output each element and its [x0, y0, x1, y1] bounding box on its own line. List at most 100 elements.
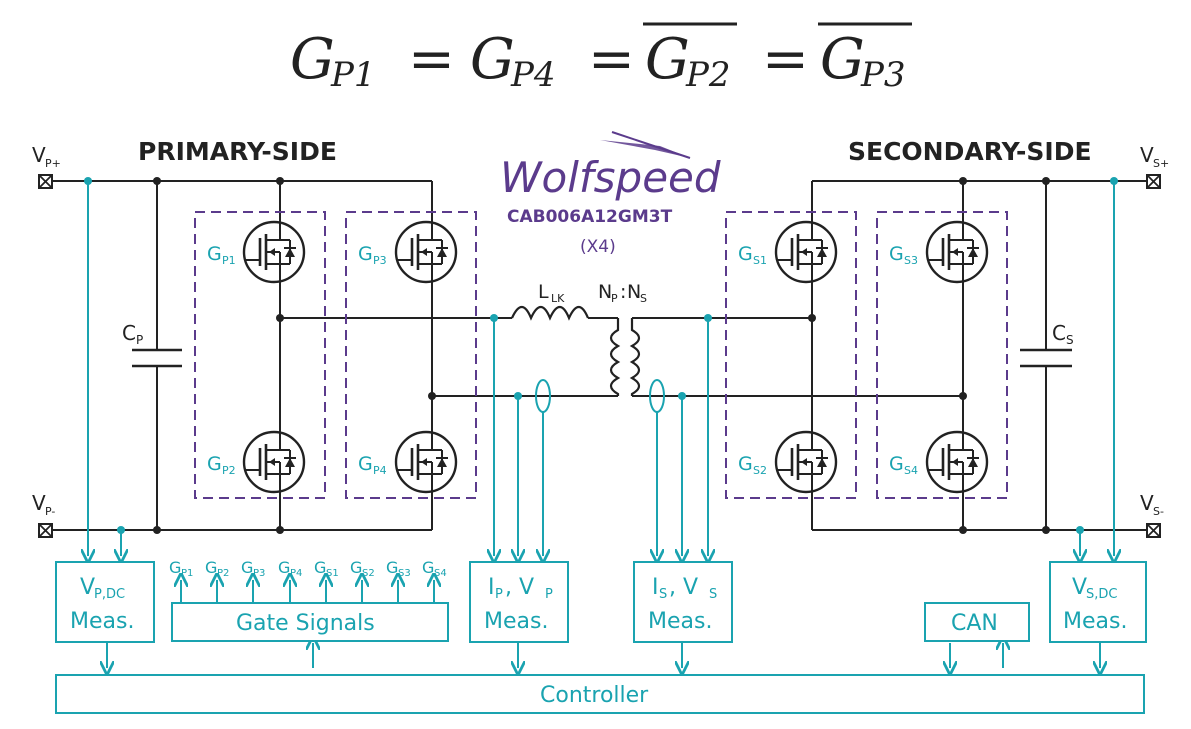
- terminal-vs-minus: V S-: [1140, 491, 1164, 538]
- block-ipvp-meas: I P , V P Meas.: [469, 561, 569, 643]
- gate-sub-gs3: S3: [398, 568, 411, 579]
- eq-gp3-sub: P3: [860, 55, 906, 95]
- gate-equation: G P1 = G P4 = G P2 = G P3: [290, 22, 912, 95]
- block-vsdc-meas: V S,DC Meas.: [1049, 561, 1147, 643]
- gate-label-gs3: G: [386, 558, 398, 577]
- vp-minus-label: V: [32, 491, 46, 515]
- cs-label: C: [1052, 321, 1066, 345]
- secondary-junction-dots: [808, 177, 1050, 534]
- cs-capacitor: C S: [1020, 321, 1074, 368]
- gate-sub-gs4: S4: [434, 568, 447, 579]
- gate-sub-gp1: P1: [181, 568, 193, 579]
- switch-label-gs4: G: [889, 453, 904, 475]
- gate-label-gp3: G: [241, 558, 253, 577]
- cs-sub: S: [1066, 333, 1074, 347]
- eq-gp1-sub: P1: [330, 55, 376, 95]
- llk-sub: LK: [551, 292, 565, 305]
- mosfet-gp4: [394, 430, 458, 494]
- isvs-meas: Meas.: [648, 609, 712, 634]
- ratio-colon: :: [620, 281, 626, 303]
- vs-plus-label: V: [1140, 143, 1154, 167]
- vs-minus-sub: S-: [1153, 505, 1164, 518]
- secondary-side-title: SECONDARY-SIDE: [848, 137, 1092, 166]
- transformer: N P : N S: [598, 281, 647, 396]
- gate-label-gp2: G: [205, 558, 217, 577]
- block-controller: Controller: [55, 674, 1145, 714]
- cp-capacitor: C P: [122, 321, 182, 368]
- wolfspeed-logo: Wolfspeed: [500, 131, 721, 202]
- ns-label: N: [627, 281, 641, 303]
- controller-label: Controller: [540, 683, 649, 708]
- gate-label-gs2: G: [350, 558, 362, 577]
- mosfet-gp2: [242, 430, 306, 494]
- gate-signal-labels: G P1 G P2 G P3 G P4 G S1 G S2 G S3 G S4: [169, 558, 447, 579]
- mosfet-gs2: [774, 430, 838, 494]
- brand-quantity: (X4): [580, 237, 616, 257]
- switch-sub-gs4: S4: [904, 464, 918, 477]
- gate-sub-gs1: S1: [326, 568, 339, 579]
- vpdc-v: V: [80, 575, 95, 600]
- switch-sub-gp3: P3: [373, 254, 387, 267]
- eq-sign-2: =: [588, 27, 635, 92]
- switch-label-gs1: G: [738, 243, 753, 265]
- isvs-i: I: [652, 575, 659, 600]
- secondary-circuit-wires: [632, 180, 1147, 531]
- vpdc-sub: P,DC: [94, 587, 125, 602]
- switch-sub-gs1: S1: [753, 254, 767, 267]
- switch-label-gp3: G: [358, 243, 373, 265]
- gate-sub-gp2: P2: [217, 568, 229, 579]
- switch-label-gs2: G: [738, 453, 753, 475]
- switch-sub-gs3: S3: [904, 254, 918, 267]
- signal-lines: [88, 181, 1114, 668]
- primary-side-title: PRIMARY-SIDE: [138, 137, 337, 166]
- current-sensor-rings: [535, 379, 665, 413]
- ipvp-i: I: [488, 575, 495, 600]
- mosfet-gs1: [774, 220, 838, 284]
- gate-sub-gp4: P4: [290, 568, 302, 579]
- cp-label: C: [122, 321, 136, 345]
- switch-boxes: [194, 211, 1008, 499]
- eq-gp1: G: [290, 27, 335, 92]
- switch-label-gp2: G: [207, 453, 222, 475]
- block-vpdc-meas: V P,DC Meas.: [55, 561, 155, 643]
- eq-sign-1: =: [408, 27, 455, 92]
- vsdc-meas: Meas.: [1063, 609, 1127, 634]
- mosfet-gp1: [242, 220, 306, 284]
- gate-label-gs1: G: [314, 558, 326, 577]
- vsdc-sub: S,DC: [1086, 587, 1117, 602]
- eq-gp2-sub: P2: [685, 55, 731, 95]
- ipvp-meas: Meas.: [484, 609, 548, 634]
- vsdc-v: V: [1072, 575, 1087, 600]
- switch-label-gs3: G: [889, 243, 904, 265]
- llk-inductor: L LK: [510, 281, 618, 321]
- switch-label-gp4: G: [358, 453, 373, 475]
- vs-minus-label: V: [1140, 491, 1154, 515]
- eq-gp2: G: [645, 27, 690, 92]
- mosfet-gs4: [925, 430, 989, 494]
- cp-sub: P: [136, 333, 143, 347]
- np-label: N: [598, 281, 612, 303]
- gate-label-gs4: G: [422, 558, 434, 577]
- eq-gp4: G: [470, 27, 515, 92]
- gate-sub-gp3: P3: [253, 568, 265, 579]
- vs-plus-sub: S+: [1153, 157, 1169, 170]
- brand-part-number: CAB006A12GM3T: [507, 207, 673, 227]
- switch-sub-gp2: P2: [222, 464, 236, 477]
- vp-minus-sub: P-: [45, 505, 55, 518]
- llk-label: L: [538, 281, 549, 303]
- mosfet-gs3: [925, 220, 989, 284]
- np-sub: P: [611, 292, 618, 305]
- terminal-vp-plus: V P+: [32, 143, 61, 189]
- gate-label-gp1: G: [169, 558, 181, 577]
- primary-junction-dots: [153, 177, 436, 534]
- terminal-vs-plus: V S+: [1140, 143, 1169, 189]
- eq-gp4-sub: P4: [510, 55, 556, 95]
- vp-plus-label: V: [32, 143, 46, 167]
- switch-sub-gp1: P1: [222, 254, 236, 267]
- eq-sign-3: =: [762, 27, 809, 92]
- eq-gp3: G: [820, 27, 865, 92]
- switch-labels: G P1 G P2 G P3 G P4 G S1 G S2 G S3 G S4: [207, 243, 918, 477]
- gate-label-gp4: G: [278, 558, 290, 577]
- isvs-sub-b: S: [709, 587, 717, 602]
